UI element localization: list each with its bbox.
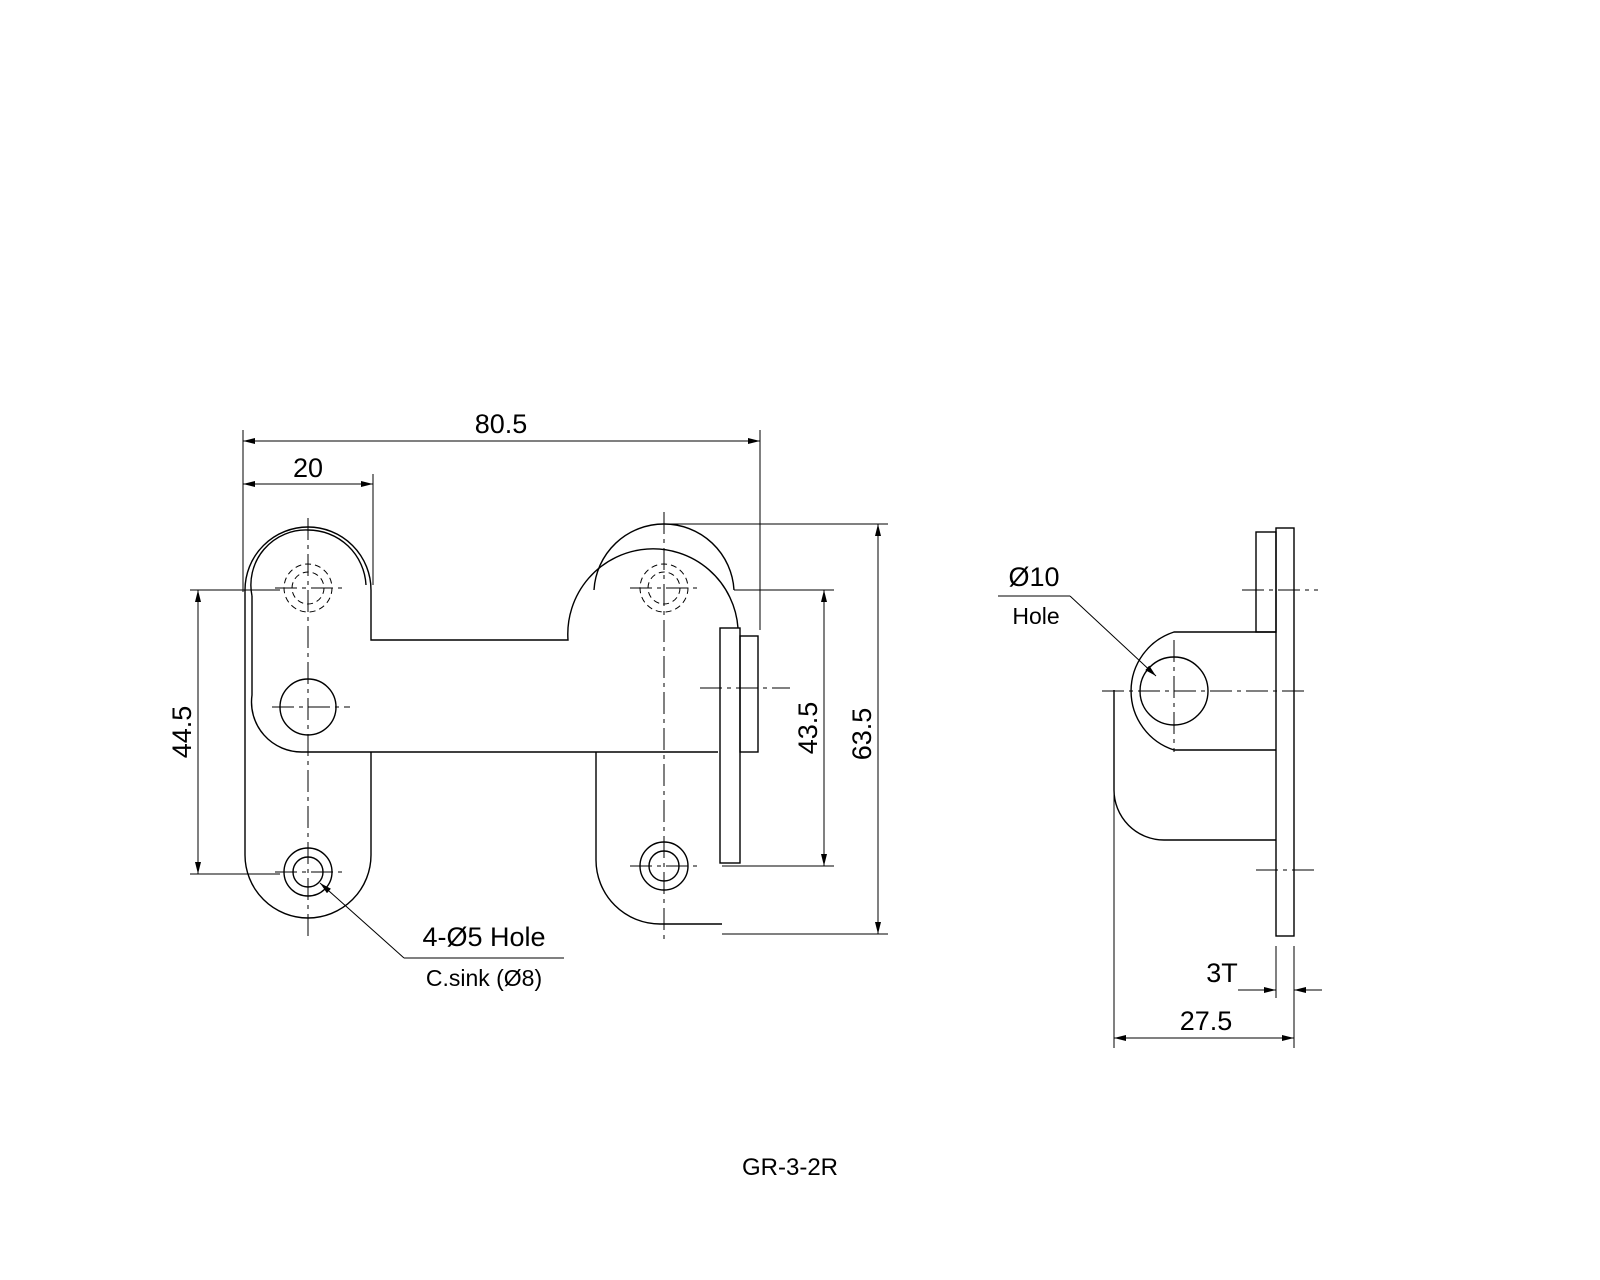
countersink-note: C.sink (Ø8) (426, 965, 542, 991)
part-number: GR-3-2R (742, 1154, 838, 1181)
side-view: Ø10 Hole 3T 27.5 (998, 527, 1322, 1048)
dim-ear-width: 20 (293, 453, 323, 483)
dim-overall-height: 63.5 (847, 708, 877, 761)
hole-label: Hole (1012, 603, 1059, 629)
back-plate-tab (1255, 531, 1277, 633)
flange-plate (719, 627, 741, 864)
left-ear-outline (244, 526, 739, 641)
back-plate (1275, 527, 1295, 937)
dim-left-height: 44.5 (167, 706, 197, 759)
lower-arm (1113, 690, 1276, 841)
right-bar-outline (595, 752, 722, 925)
main-plate-profile (250, 596, 718, 753)
left-ear-inner (250, 529, 367, 597)
leader-line (1069, 595, 1157, 677)
hole-note: 4-Ø5 Hole (422, 922, 545, 952)
depth: 27.5 (1180, 1006, 1233, 1036)
leader-line (319, 882, 405, 959)
front-view: 80.5 20 44.5 43.5 63.5 4-Ø5 Hole C.sink … (167, 409, 888, 991)
dim-overall-width: 80.5 (475, 409, 528, 439)
thickness: 3T (1206, 958, 1238, 988)
flange-tab (739, 635, 759, 753)
dim-right-inner-height: 43.5 (793, 702, 823, 755)
hole-dia: Ø10 (1008, 562, 1059, 592)
